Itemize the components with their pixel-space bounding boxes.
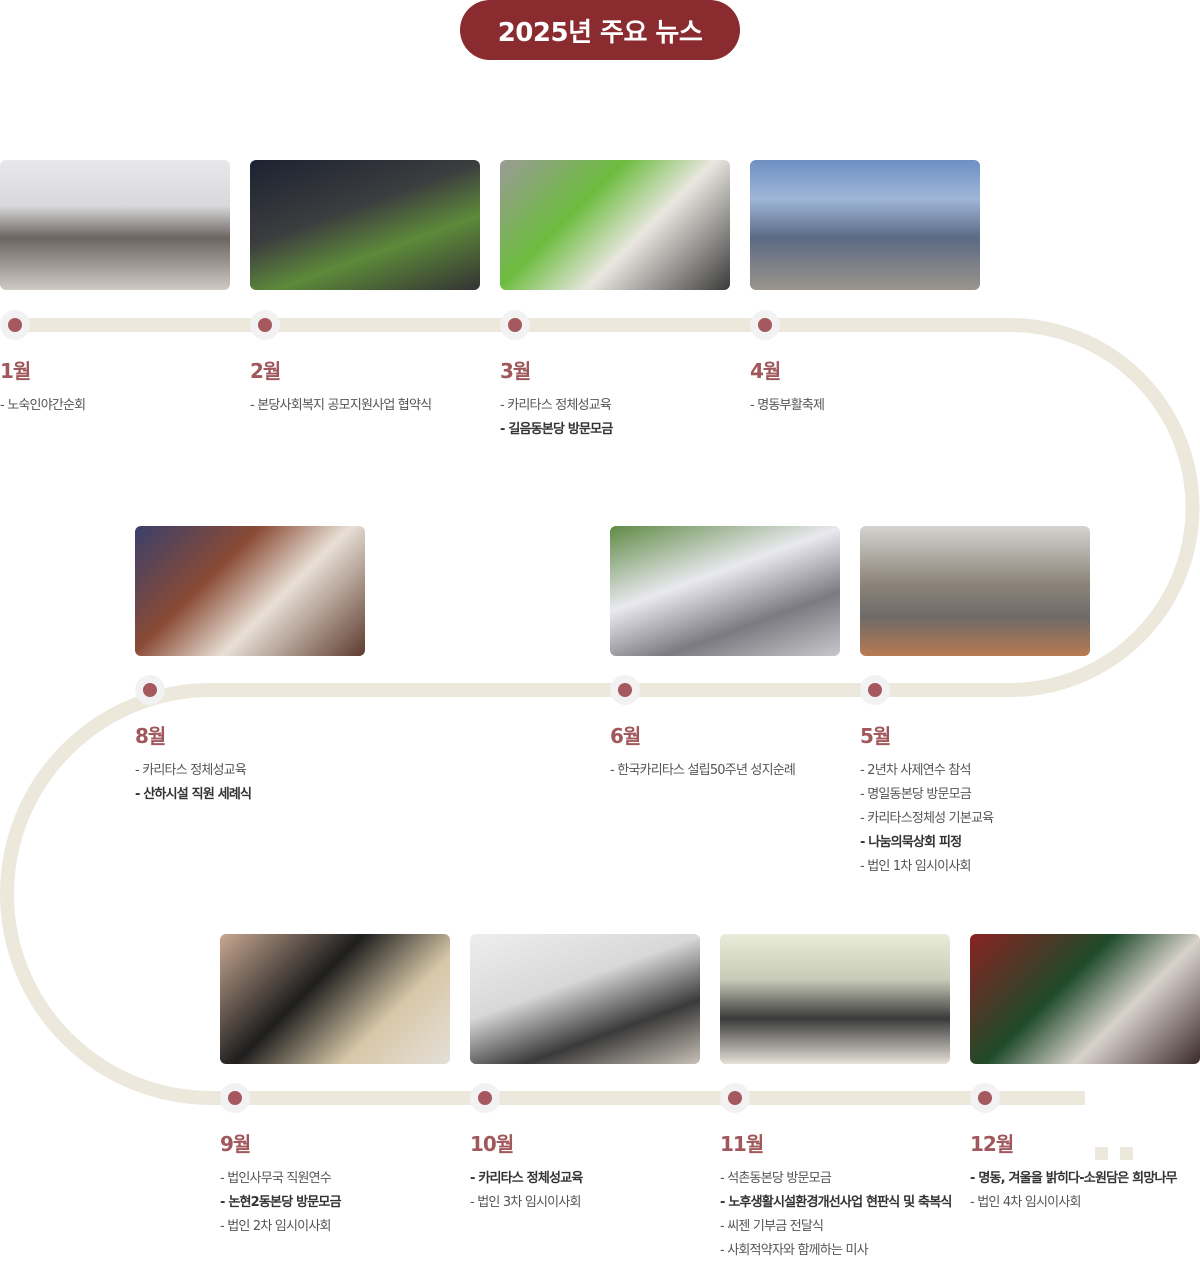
- month-label: 5월: [860, 724, 891, 748]
- event-item: - 노후생활시설환경개선사업 현판식 및 축복식: [720, 1195, 952, 1210]
- event-photo[interactable]: [250, 160, 480, 290]
- event-item: - 카리타스 정체성교육: [135, 763, 247, 778]
- timeline-dot: [250, 310, 280, 340]
- timeline-dot: [610, 675, 640, 705]
- decoration-square: [1095, 1147, 1108, 1160]
- event-photo[interactable]: [470, 934, 700, 1064]
- event-item: - 카리타스정체성 기본교육: [860, 811, 994, 826]
- month-label: 3월: [500, 359, 531, 383]
- event-item: - 사회적약자와 함께하는 미사: [720, 1243, 869, 1258]
- month-label: 12월: [970, 1132, 1014, 1156]
- month-label: 6월: [610, 724, 641, 748]
- event-photo[interactable]: [220, 934, 450, 1064]
- month-label: 11월: [720, 1132, 764, 1156]
- event-list: - 본당사회복지 공모지원사업 협약식: [250, 394, 490, 418]
- event-photo[interactable]: [500, 160, 730, 290]
- event-list: - 명동부활축제: [750, 394, 990, 418]
- event-list: - 카리타스 정체성교육 - 법인 3차 임시이사회: [470, 1167, 710, 1215]
- event-photo[interactable]: [970, 934, 1200, 1064]
- event-list: - 명동, 겨울을 밝히다-소원담은 희망나무 - 법인 4차 임시이사회: [970, 1167, 1200, 1215]
- event-list: - 한국카리타스 설립50주년 성지순례: [610, 759, 850, 783]
- event-photo[interactable]: [720, 934, 950, 1064]
- event-item: - 법인 3차 임시이사회: [470, 1195, 581, 1210]
- event-photo[interactable]: [0, 160, 230, 290]
- event-item: - 명일동본당 방문모금: [860, 787, 972, 802]
- event-photo[interactable]: [860, 526, 1090, 656]
- event-photo[interactable]: [750, 160, 980, 290]
- event-item: - 법인사무국 직원연수: [220, 1171, 332, 1186]
- event-item: - 카리타스 정체성교육: [500, 398, 612, 413]
- timeline-dot: [720, 1083, 750, 1113]
- event-item: - 한국카리타스 설립50주년 성지순례: [610, 763, 796, 778]
- event-item: - 법인 2차 임시이사회: [220, 1219, 331, 1234]
- month-label: 4월: [750, 359, 781, 383]
- event-item: - 노숙인야간순회: [0, 398, 86, 413]
- timeline-dot: [470, 1083, 500, 1113]
- page-title: 2025년 주요 뉴스: [460, 0, 740, 60]
- event-list: - 2년차 사제연수 참석 - 명일동본당 방문모금 - 카리타스정체성 기본교육 -…: [860, 759, 1100, 879]
- event-item: - 논현2동본당 방문모금: [220, 1195, 342, 1210]
- timeline-dot: [220, 1083, 250, 1113]
- event-item: - 석촌동본당 방문모금: [720, 1171, 832, 1186]
- event-item: - 산하시설 직원 세례식: [135, 787, 252, 802]
- month-label: 10월: [470, 1132, 514, 1156]
- event-list: - 법인사무국 직원연수 - 논현2동본당 방문모금 - 법인 2차 임시이사회: [220, 1167, 460, 1239]
- event-item: - 명동, 겨울을 밝히다-소원담은 희망나무: [970, 1171, 1178, 1186]
- event-list: - 석촌동본당 방문모금 - 노후생활시설환경개선사업 현판식 및 축복식 - 씨젠…: [720, 1167, 960, 1263]
- decoration-square: [1120, 1147, 1133, 1160]
- event-item: - 본당사회복지 공모지원사업 협약식: [250, 398, 432, 413]
- month-label: 9월: [220, 1132, 251, 1156]
- event-item: - 2년차 사제연수 참석: [860, 763, 971, 778]
- event-photo[interactable]: [135, 526, 365, 656]
- event-list: - 노숙인야간순회: [0, 394, 240, 418]
- event-list: - 카리타스 정체성교육 - 길음동본당 방문모금: [500, 394, 740, 442]
- month-label: 8월: [135, 724, 166, 748]
- timeline-dot: [970, 1083, 1000, 1113]
- month-label: 2월: [250, 359, 281, 383]
- timeline-dot: [860, 675, 890, 705]
- event-item: - 명동부활축제: [750, 398, 825, 413]
- timeline-dot: [500, 310, 530, 340]
- timeline-dot: [0, 310, 30, 340]
- month-label: 1월: [0, 359, 31, 383]
- event-item: - 법인 1차 임시이사회: [860, 859, 971, 874]
- event-item: - 길음동본당 방문모금: [500, 422, 613, 437]
- event-item: - 나눔의묵상회 피정: [860, 835, 962, 850]
- event-item: - 씨젠 기부금 전달식: [720, 1219, 824, 1234]
- timeline-dot: [750, 310, 780, 340]
- event-item: - 카리타스 정체성교육: [470, 1171, 583, 1186]
- event-photo[interactable]: [610, 526, 840, 656]
- timeline-dot: [135, 675, 165, 705]
- event-list: - 카리타스 정체성교육 - 산하시설 직원 세례식: [135, 759, 375, 807]
- event-item: - 법인 4차 임시이사회: [970, 1195, 1081, 1210]
